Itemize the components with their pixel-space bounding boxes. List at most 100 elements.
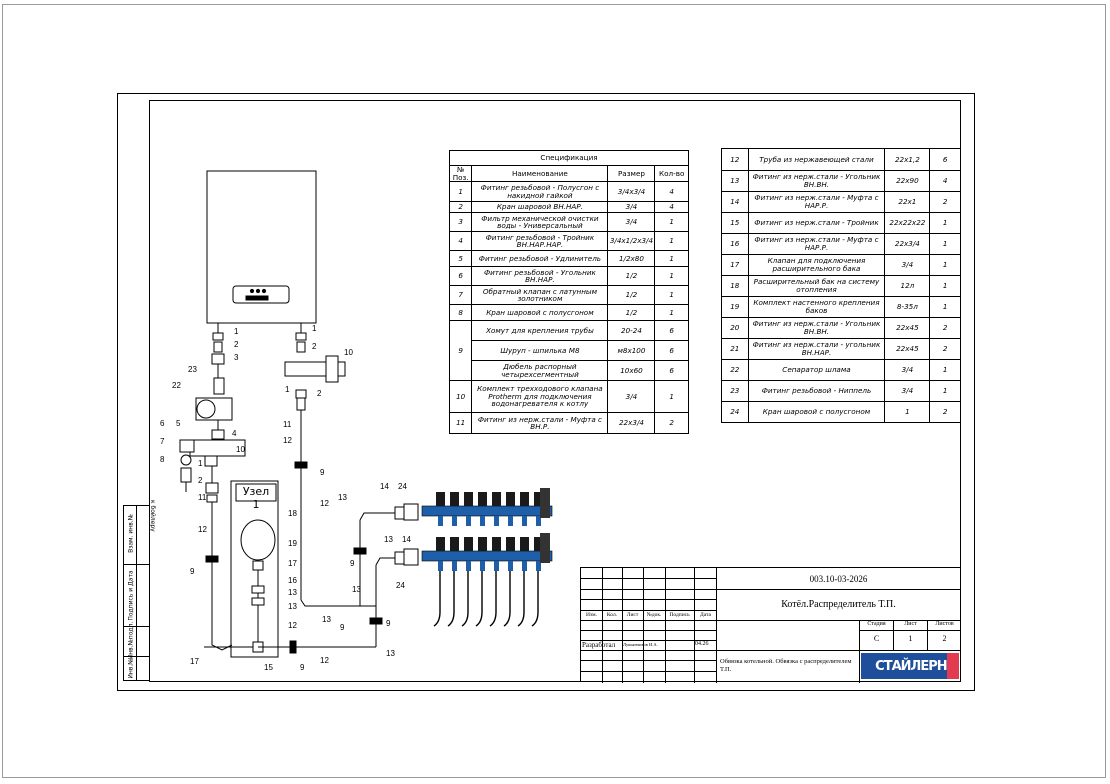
filter-23 <box>213 377 225 395</box>
developed-name: Лукьянчиков И.А. <box>623 642 658 647</box>
manifold-outlet <box>522 516 527 526</box>
drawing-sheet <box>2 4 1106 778</box>
manifold-outlet <box>466 561 471 571</box>
spec-cell-name: Кран шаровой с полусгоном <box>747 401 886 423</box>
side-stamp: Взам. инв.№ Подпись и Дата Инв.№подл. Ин… <box>123 505 150 681</box>
position-label: 4 <box>232 429 237 438</box>
position-label: 2 <box>234 340 239 349</box>
spec-cell-name: Фитинг из нерж.стали - угольник ВН.НАР. <box>747 338 886 360</box>
position-label: 13 <box>288 588 297 597</box>
position-label: 11 <box>283 420 292 429</box>
spec-cell-name: Фитинг из нерж.стали - Муфта с ВН.Р. <box>471 412 609 435</box>
logo-wave-icon <box>861 653 876 679</box>
position-label: 13 <box>386 649 395 658</box>
position-label: 9 <box>386 619 391 628</box>
developed-label: Разработал <box>582 641 616 649</box>
spec-cell-size: 22х3/4 <box>607 412 656 435</box>
manifold-valve <box>520 537 529 551</box>
position-label: 13 <box>384 535 393 544</box>
position-label: 14 <box>380 482 389 491</box>
node-1-label-box <box>235 483 277 502</box>
position-label: 1 <box>234 327 239 336</box>
stamp-col-label: Изм. <box>586 612 597 618</box>
position-label: 15 <box>264 663 273 672</box>
manifold-outlet <box>536 516 541 526</box>
manifold-valve <box>492 492 501 506</box>
position-label: 9 <box>340 623 345 632</box>
developed-date: 04.26 <box>695 641 709 647</box>
logo-accent <box>946 653 959 679</box>
manifold-outlet <box>536 561 541 571</box>
spec-cell-name: Фитинг из нерж.стали - Угольник ВН.ВН. <box>747 317 886 339</box>
position-label: 17 <box>190 657 199 666</box>
position-label: 12 <box>198 525 207 534</box>
position-label: 2 <box>312 342 317 351</box>
spec-cell-qty: 2 <box>654 412 689 435</box>
hdr-pos: № Поз. <box>448 164 473 183</box>
stage-value: С <box>873 634 880 643</box>
position-label: 18 <box>288 509 297 518</box>
manifold-outlet <box>438 561 443 571</box>
spec-table-left: Спецификация № Поз. Наименование Размер … <box>448 150 689 435</box>
position-label: 3 <box>234 353 239 362</box>
manifold-outlet <box>466 516 471 526</box>
hdr-size: Размер <box>607 164 656 183</box>
manifold-valve <box>492 537 501 551</box>
boiler-note: к бойлеру <box>149 500 156 532</box>
position-label: 9 <box>320 468 325 477</box>
inner-frame <box>149 100 961 682</box>
position-label: 14 <box>402 535 411 544</box>
position-label: 13 <box>322 615 331 624</box>
stage-label: Стадия <box>867 621 886 627</box>
spec-cell-size: 1 <box>884 401 931 423</box>
position-label: 9 <box>350 559 355 568</box>
position-label: 12 <box>283 436 292 445</box>
stamp-col-label: Подпись <box>669 612 690 618</box>
position-label: 1 <box>312 324 317 333</box>
position-label: 5 <box>176 419 181 428</box>
manifold-outlet <box>438 516 443 526</box>
hdr-qty: Кол-во <box>654 164 689 183</box>
stamp-col-label: Лист <box>626 612 639 618</box>
logo-text: СТАЙЛЕРН <box>875 653 948 679</box>
spec-cell-pos: 5 <box>448 250 473 268</box>
manifold-valve <box>478 492 487 506</box>
spec-cell-name: Комплект трехходового клапана Protherm д… <box>471 380 609 414</box>
company-logo: СТАЙЛЕРН <box>861 653 959 679</box>
sheet-value: 1 <box>908 634 913 643</box>
manifold-valve <box>520 492 529 506</box>
position-label: 11 <box>198 493 207 502</box>
position-label: 13 <box>338 493 347 502</box>
manifold-outlet <box>494 516 499 526</box>
manifold-valve <box>534 492 543 506</box>
circuit-pipe <box>503 571 511 627</box>
circuit-pipe <box>517 571 525 627</box>
circuit-pipe <box>447 571 455 627</box>
stamp-col-label: Кол. <box>606 612 618 618</box>
manifold-outlet <box>522 561 527 571</box>
position-label: 2 <box>317 389 322 398</box>
position-label: 9 <box>190 567 195 576</box>
manifold-bar <box>421 550 553 562</box>
manifold <box>421 488 553 627</box>
position-label: 24 <box>396 581 405 590</box>
position-label: 17 <box>288 559 297 568</box>
position-label: 23 <box>188 365 197 374</box>
position-label: 9 <box>300 663 305 672</box>
position-label: 6 <box>160 419 165 428</box>
node-1-box <box>230 480 279 658</box>
manifold-valve <box>436 492 445 506</box>
manifold-outlet <box>494 561 499 571</box>
manifold-valve <box>534 537 543 551</box>
manifold-valve <box>506 537 515 551</box>
stamp-col-label: №док. <box>646 612 662 618</box>
